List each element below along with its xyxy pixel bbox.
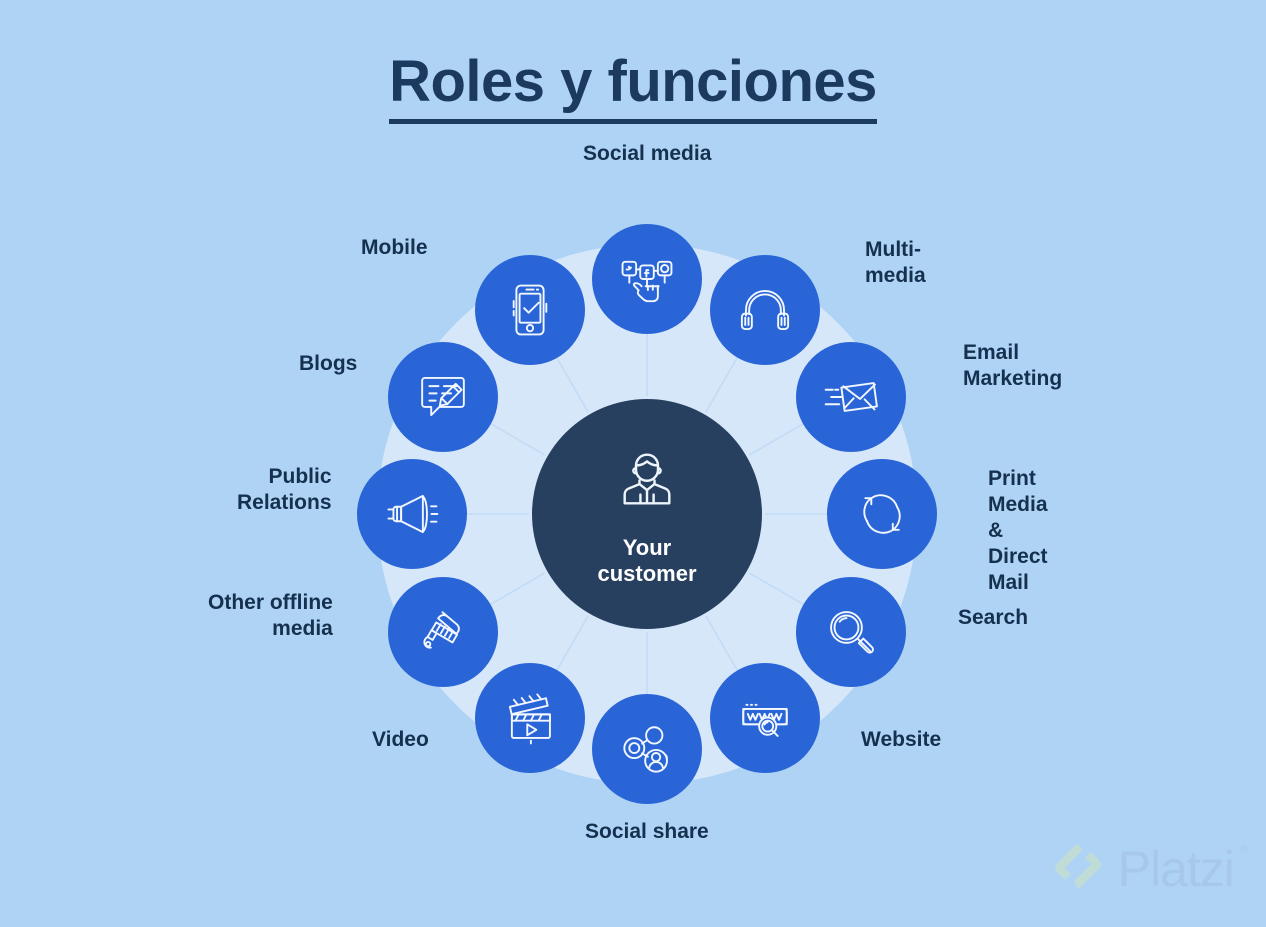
paintbrush-icon bbox=[414, 603, 472, 661]
node-label-video: Video bbox=[372, 728, 429, 751]
magnifier-icon bbox=[822, 603, 880, 661]
node-label-social-share: Social share bbox=[585, 820, 709, 843]
page-title-container: Roles y funciones bbox=[0, 51, 1266, 124]
hub-and-spoke-diagram: Your customer Social media Multi-media E… bbox=[208, 142, 1062, 843]
envelope-send-icon bbox=[822, 368, 880, 426]
node-label-blogs: Blogs bbox=[299, 352, 358, 375]
node-label-public-relations: Public Relations bbox=[237, 465, 332, 515]
smartphone-check-icon bbox=[501, 281, 559, 339]
center-node-label: Your customer bbox=[597, 534, 697, 586]
platzi-diamond-logo bbox=[1050, 838, 1106, 899]
node-public-relations[interactable] bbox=[357, 459, 467, 569]
network-share-icon bbox=[618, 720, 676, 778]
node-blogs[interactable] bbox=[388, 341, 499, 452]
node-social-media[interactable] bbox=[592, 224, 702, 334]
node-mobile[interactable] bbox=[474, 255, 585, 366]
platzi-watermark: Platzi ® bbox=[1050, 838, 1248, 899]
node-social-share[interactable] bbox=[592, 694, 702, 804]
node-label-social-media: Social media bbox=[583, 142, 712, 165]
clapperboard-play-icon bbox=[501, 689, 559, 747]
node-search[interactable] bbox=[795, 576, 906, 687]
headphones-icon bbox=[736, 281, 794, 339]
customer-person-icon bbox=[610, 442, 684, 521]
node-label-other-offline: Other offline media bbox=[208, 591, 333, 641]
blog-pencil-icon bbox=[414, 368, 472, 426]
page-title: Roles y funciones bbox=[389, 51, 877, 124]
platzi-wordmark: Platzi bbox=[1117, 840, 1235, 897]
node-label-search: Search bbox=[958, 606, 1029, 629]
megaphone-icon bbox=[383, 485, 441, 543]
node-label-print-media: Print Media & Direct Mail bbox=[988, 467, 1048, 595]
social-media-hand-icon bbox=[618, 250, 676, 308]
refresh-cycle-icon bbox=[853, 485, 911, 543]
node-label-multi-media: Multi-media bbox=[865, 238, 926, 288]
node-print-media[interactable] bbox=[827, 459, 937, 569]
node-video[interactable] bbox=[474, 662, 585, 773]
node-website[interactable] bbox=[709, 662, 820, 773]
platzi-registered-mark: ® bbox=[1239, 844, 1248, 856]
spoke-lines bbox=[465, 332, 829, 696]
node-email-marketing[interactable] bbox=[795, 341, 906, 452]
node-other-offline[interactable] bbox=[388, 576, 499, 687]
node-multi-media[interactable] bbox=[709, 255, 820, 366]
node-label-email-marketing: Email Marketing bbox=[963, 341, 1063, 391]
center-node-your-customer[interactable]: Your customer bbox=[532, 399, 762, 629]
node-label-website: Website bbox=[861, 728, 942, 751]
node-label-mobile: Mobile bbox=[361, 236, 428, 259]
www-search-bar-icon bbox=[736, 689, 794, 747]
